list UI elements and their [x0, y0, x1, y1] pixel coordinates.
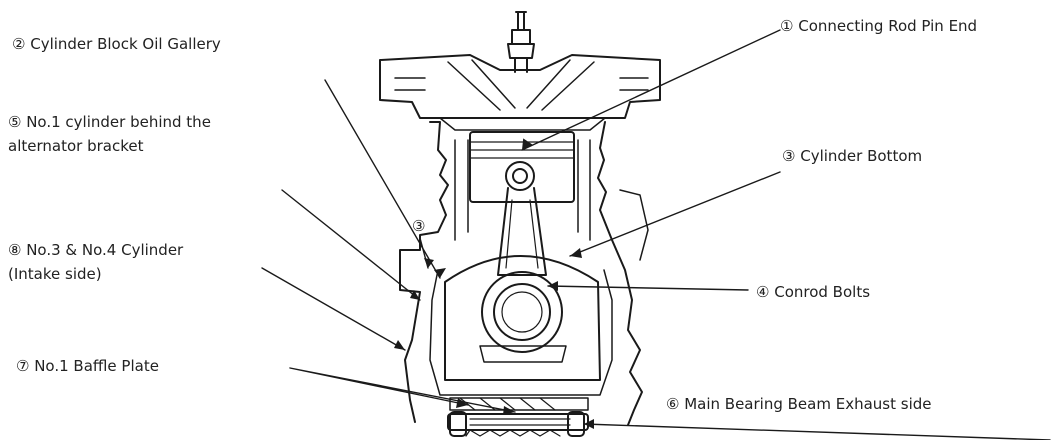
leader-line-6	[583, 423, 1051, 440]
label-cylinder-block-oil-gallery: ② Cylinder Block Oil Gallery	[12, 35, 221, 53]
leader-line-4	[547, 285, 749, 291]
leader-line-5	[281, 189, 421, 301]
label-no1-cylinder-line2: alternator bracket	[8, 137, 144, 155]
label-main-bearing-beam: ⑥ Main Bearing Beam Exhaust side	[666, 395, 932, 413]
label-no3-no4-cylinder-line1: ⑧ No.3 & No.4 Cylinder	[8, 241, 184, 259]
cylinder-block	[399, 121, 649, 426]
crankcase	[429, 255, 613, 396]
cylinder-head	[379, 54, 661, 131]
piston	[469, 131, 575, 203]
leader-line-7	[289, 367, 516, 413]
leader-line-2	[324, 79, 441, 279]
label-cylinder-bottom: ③ Cylinder Bottom	[782, 147, 923, 165]
label-connecting-rod-pin-end: ① Connecting Rod Pin End	[780, 17, 978, 35]
label-no1-cylinder-line1: ⑤ No.1 cylinder behind the	[8, 113, 211, 131]
leader-lines	[261, 29, 1051, 440]
leader-line-3	[569, 171, 781, 257]
connecting-rod	[479, 187, 567, 363]
label-cylinder-bottom-marker: ③	[412, 217, 426, 235]
label-no3-no4-cylinder-line2: (Intake side)	[8, 265, 102, 283]
leader-line-8	[261, 267, 406, 351]
label-conrod-bolts: ④ Conrod Bolts	[756, 283, 871, 301]
spark-plug	[507, 11, 535, 73]
leader-line-1	[521, 29, 781, 151]
arrowheads	[394, 138, 594, 429]
label-no1-baffle-plate: ⑦ No.1 Baffle Plate	[16, 357, 159, 375]
